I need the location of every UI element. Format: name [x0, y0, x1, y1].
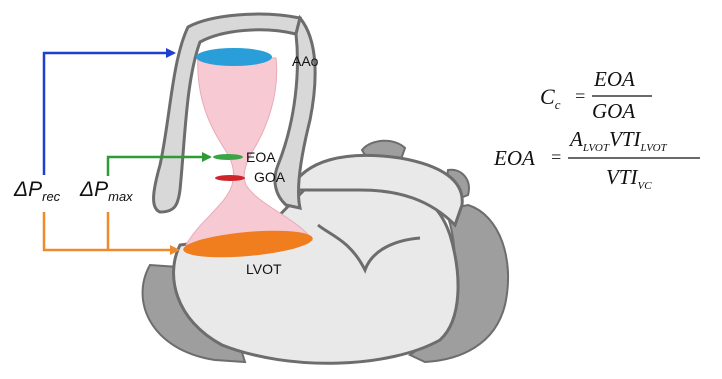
eq1-denominator: GOA: [592, 99, 635, 123]
arrow-lvot: [44, 212, 178, 250]
eq2-numerator: ALVOTVTILVOT: [568, 127, 668, 154]
eoa-ellipse: [213, 154, 243, 160]
aao-ellipse: [196, 48, 272, 66]
label-aao: AAo: [292, 53, 319, 69]
heart-anatomy: [143, 14, 508, 363]
contraction-coefficient-equation: Cc = EOA GOA: [540, 67, 652, 123]
eq2-equals: =: [550, 147, 562, 167]
eoa-continuity-equation: EOA = ALVOTVTILVOT VTIVC: [493, 127, 700, 192]
eq2-denominator: VTIVC: [606, 165, 652, 192]
eq2-lhs: EOA: [493, 146, 535, 170]
goa-ellipse: [215, 175, 245, 181]
eq1-lhs: Cc: [540, 84, 561, 112]
delta-p-max: ΔPmax: [79, 178, 133, 204]
label-eoa: EOA: [246, 149, 276, 165]
eq1-equals: =: [574, 86, 586, 106]
eq1-numerator: EOA: [593, 67, 635, 91]
label-lvot: LVOT: [246, 261, 282, 277]
delta-p-rec: ΔPrec: [13, 178, 61, 204]
label-goa: GOA: [254, 169, 286, 185]
